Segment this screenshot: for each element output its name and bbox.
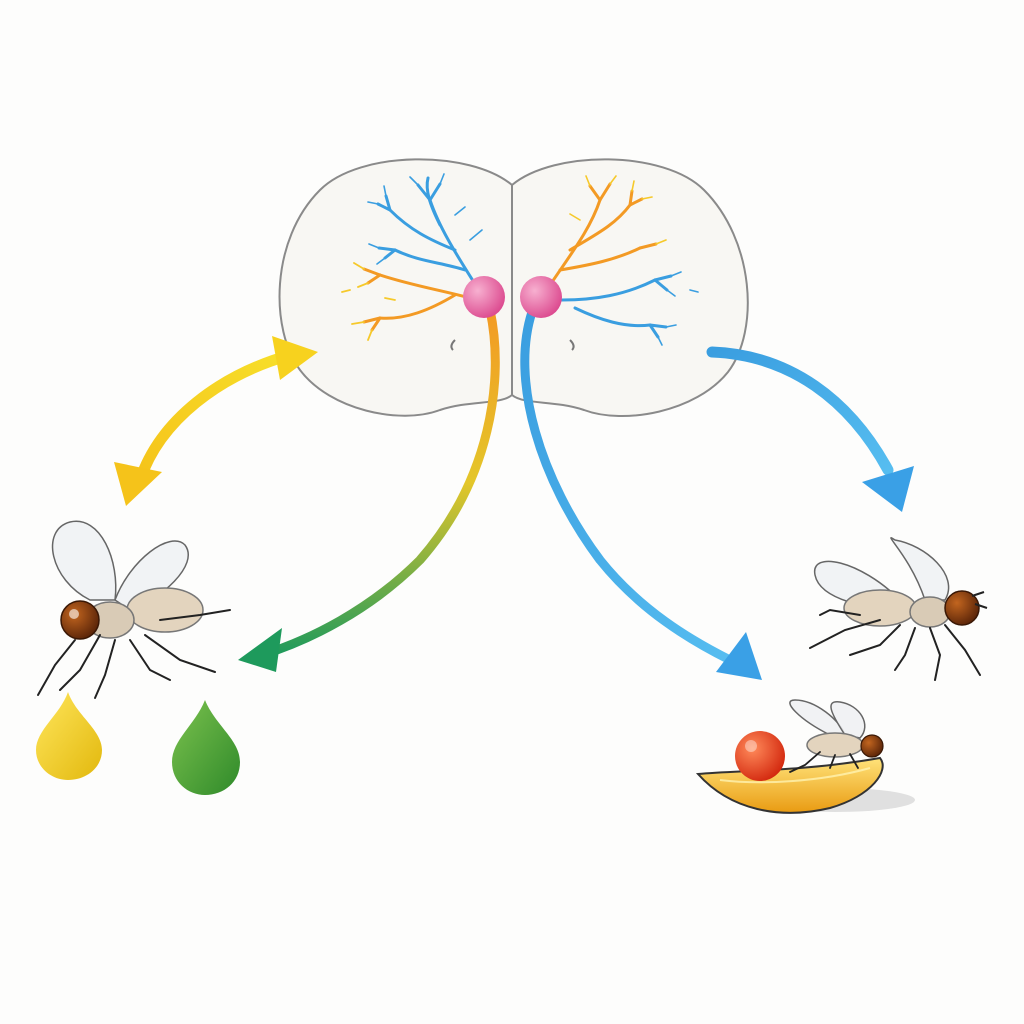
yellow-droplet-icon <box>36 692 102 780</box>
brain-outline <box>278 158 749 417</box>
yellow-bidirectional-arrow <box>134 349 296 486</box>
blue-arrow-upper <box>706 346 894 476</box>
green-droplet-icon <box>172 700 240 795</box>
left-neuron-dendrites <box>341 173 483 341</box>
right-axon-descending-arrow <box>520 307 735 665</box>
blue-arrowhead-lower <box>716 632 762 680</box>
left-axon-descending-arrow <box>257 305 500 660</box>
yellow-arrowhead-bottom <box>114 462 162 506</box>
fruit-fly-icon <box>37 520 231 699</box>
yellow-arrowhead-top <box>272 336 318 380</box>
fruit-fly-icon <box>789 699 884 773</box>
blue-arrowhead-upper <box>862 466 914 512</box>
right-neuron-cell-body <box>520 276 562 318</box>
berry-icon <box>735 731 785 781</box>
right-neuron-dendrites <box>546 175 699 346</box>
left-neuron-cell-body <box>463 276 505 318</box>
fruit-fly-icon <box>809 537 988 681</box>
green-arrowhead <box>238 628 282 672</box>
